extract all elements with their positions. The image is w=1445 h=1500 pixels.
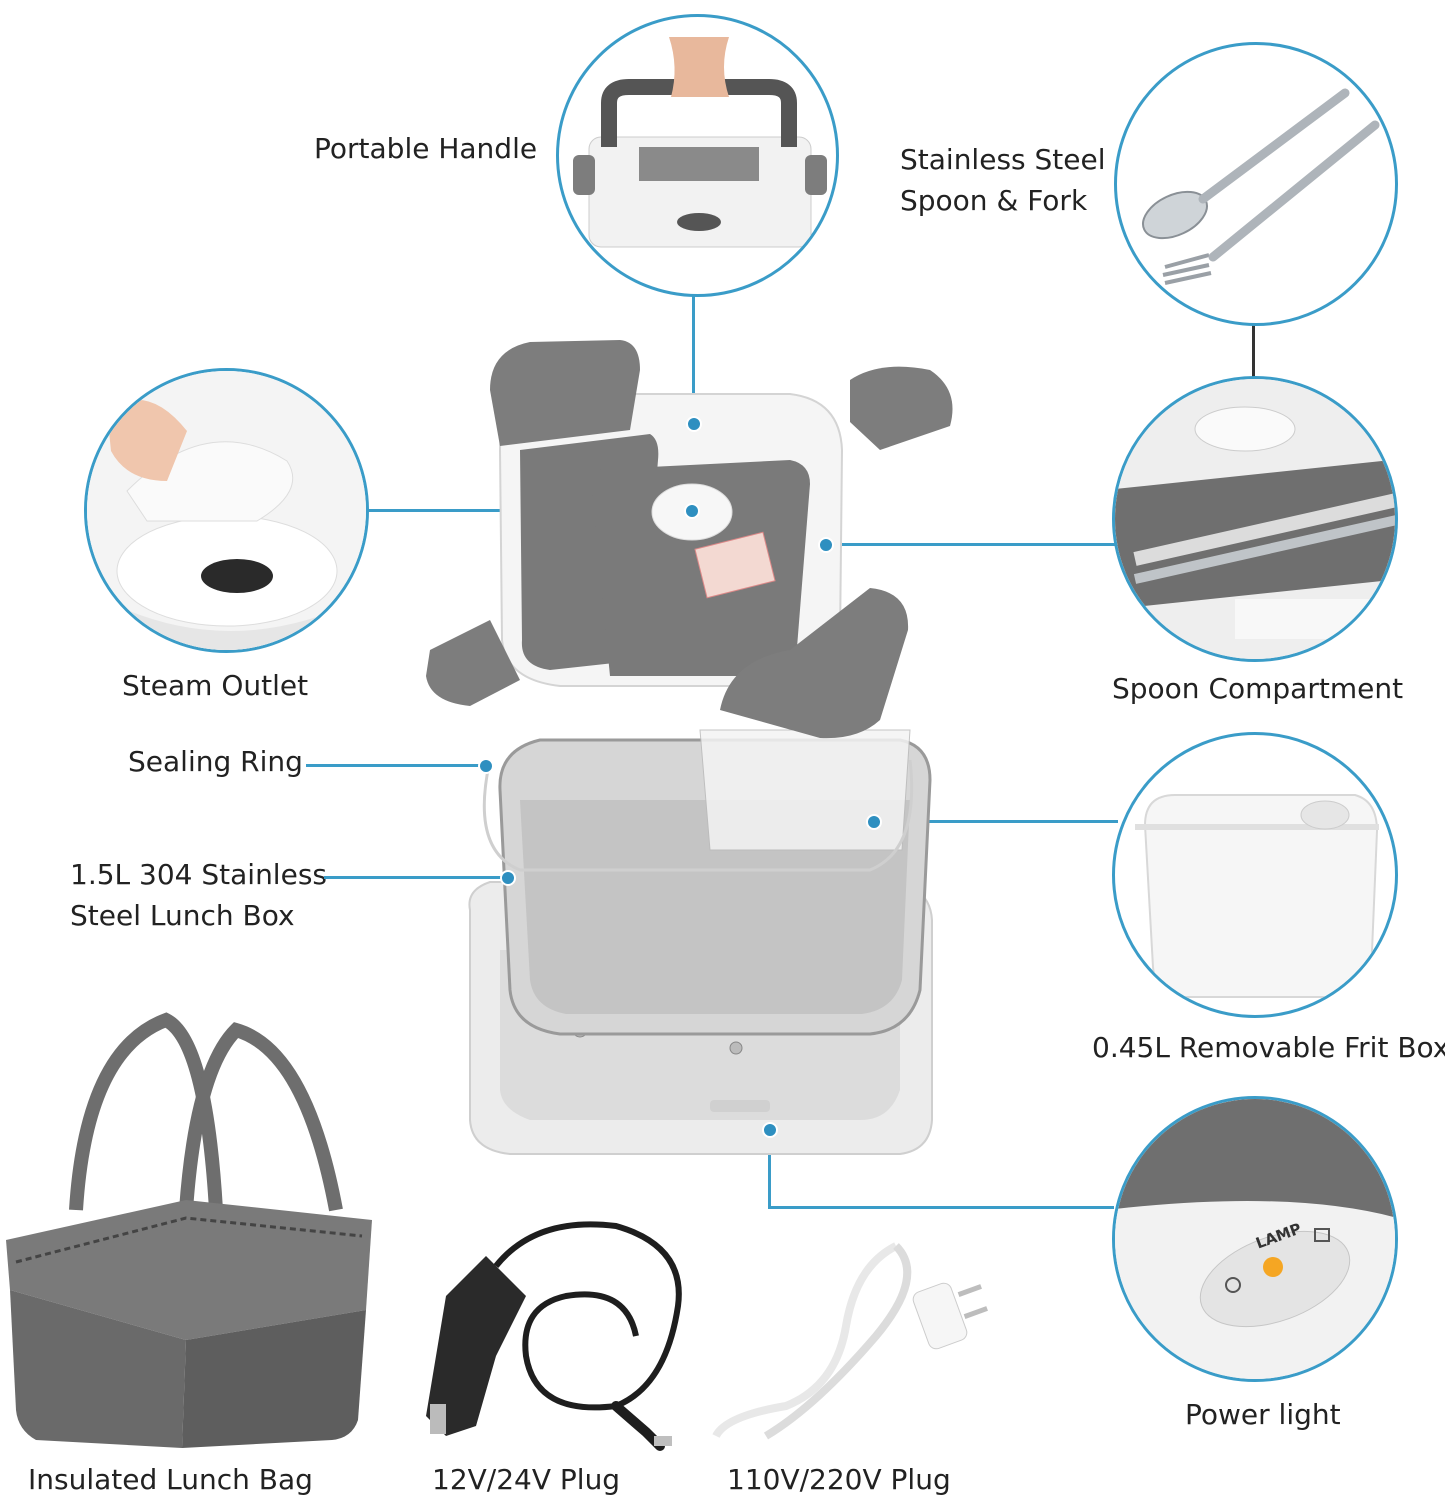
dot-compartment bbox=[818, 537, 834, 553]
spoon-fork-image bbox=[1142, 88, 1380, 285]
label-steam-outlet: Steam Outlet bbox=[122, 669, 309, 702]
label-sealing-ring: Sealing Ring bbox=[128, 745, 303, 778]
leader-spoon-fork bbox=[1252, 324, 1255, 384]
label-lunch-box-line2: Steel Lunch Box bbox=[70, 899, 295, 932]
dot-handle bbox=[686, 416, 702, 432]
leader-lunchbox bbox=[324, 876, 508, 879]
leader-handle bbox=[692, 296, 695, 422]
handle-detail-image bbox=[573, 37, 827, 248]
label-plug-12v: 12V/24V Plug bbox=[432, 1463, 621, 1496]
label-portable-handle: Portable Handle bbox=[314, 132, 538, 165]
circle-spoon-fork bbox=[1114, 42, 1398, 326]
leader-power-v bbox=[768, 1128, 771, 1208]
stainless-pot bbox=[498, 729, 932, 1036]
label-power-light: Power light bbox=[1185, 1398, 1341, 1431]
clip-top-left bbox=[490, 340, 640, 446]
dot-sealing bbox=[478, 758, 494, 774]
circle-steam-outlet bbox=[84, 368, 369, 653]
label-plug-110v: 110V/220V Plug bbox=[727, 1463, 951, 1496]
circle-spoon-compartment bbox=[1112, 376, 1398, 662]
label-frit-box: 0.45L Removable Frit Box bbox=[1092, 1031, 1445, 1064]
circle-power-light: LAMP bbox=[1112, 1096, 1398, 1382]
leader-sealing bbox=[306, 764, 486, 767]
circle-frit-box bbox=[1112, 732, 1398, 1018]
dot-power bbox=[762, 1122, 778, 1138]
circle-portable-handle bbox=[556, 14, 839, 297]
sealing-ring bbox=[482, 759, 914, 872]
dot-frit bbox=[866, 814, 882, 830]
frit-box-image bbox=[1135, 794, 1379, 998]
lunch-box-exploded-view bbox=[426, 340, 953, 1155]
dot-lunchbox bbox=[500, 870, 516, 886]
dot-steam bbox=[684, 503, 700, 519]
wall-plug-110v bbox=[712, 1242, 988, 1440]
leader-compartment bbox=[826, 543, 1116, 546]
clip-bottom-left bbox=[426, 620, 520, 706]
clip-top-right bbox=[850, 366, 953, 450]
insulated-lunch-bag bbox=[6, 1012, 372, 1448]
label-insulated-bag: Insulated Lunch Bag bbox=[28, 1463, 313, 1496]
leader-frit bbox=[874, 820, 1118, 823]
car-plug-12v bbox=[426, 1221, 682, 1451]
label-spoon-compartment: Spoon Compartment bbox=[1112, 672, 1404, 705]
spoon-compartment-image bbox=[1115, 379, 1395, 659]
label-lunch-box-line1: 1.5L 304 Stainless bbox=[70, 858, 327, 891]
label-spoon-fork-line1: Stainless Steel bbox=[900, 143, 1106, 176]
steam-outlet-image bbox=[87, 371, 366, 650]
power-light-image bbox=[1115, 1099, 1395, 1379]
clip-bottom-right bbox=[720, 588, 909, 739]
label-spoon-fork-line2: Spoon & Fork bbox=[900, 184, 1088, 217]
leader-power-h bbox=[768, 1206, 1114, 1209]
